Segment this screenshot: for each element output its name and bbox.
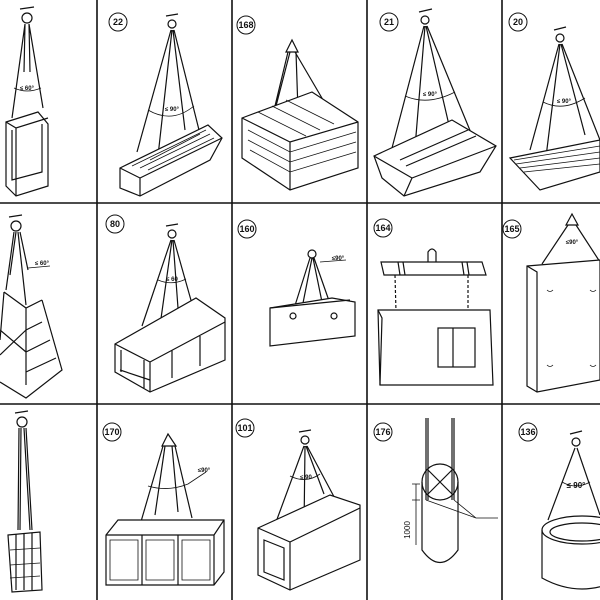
hook-icon <box>418 8 433 25</box>
angle-label: ≤ 90 <box>300 475 312 481</box>
item-number-badge: 164 <box>373 218 393 238</box>
angle-label: ≤90° <box>566 240 579 246</box>
angle-label: ≤ 60° <box>20 86 35 92</box>
cell-165-wall-panel: 165 ≤90° <box>502 212 600 393</box>
svg-text:21: 21 <box>384 17 394 27</box>
svg-text:22: 22 <box>113 17 123 27</box>
item-number-badge: 22 <box>108 12 128 32</box>
cell-bundled-columns <box>7 410 43 593</box>
cell-20-trough: 20 ≤ 90° <box>508 12 600 191</box>
hook-icon <box>19 6 35 24</box>
item-number-badge: 160 <box>237 219 257 239</box>
item-number-badge: 168 <box>236 15 256 35</box>
hook-icon <box>165 13 179 29</box>
hook-icon <box>307 249 317 259</box>
angle-label: ≤90° <box>198 468 211 474</box>
item-number-badge: 176 <box>373 422 393 442</box>
svg-text:176: 176 <box>375 427 390 437</box>
cell-101-box-module: 101 ≤ 90 <box>235 418 361 591</box>
item-number-badge: 165 <box>502 219 522 239</box>
dimension-label: 1000 <box>403 521 412 539</box>
cell-21-trough: 21 ≤ 90° <box>373 8 497 197</box>
angle-label: ≤ 90° <box>165 107 180 113</box>
item-number-badge: 170 <box>102 422 122 442</box>
cell-frame-box: ≤ 60° <box>5 6 49 197</box>
hook-icon <box>569 430 583 447</box>
item-number-badge: 136 <box>518 422 538 442</box>
hook-icon <box>8 214 23 232</box>
angle-label: ≤ 90° <box>423 92 438 98</box>
cell-tower: ≤ 60° <box>0 214 63 399</box>
cell-160-panel: 160 ≤90° <box>237 219 356 347</box>
cell-176-cylinder-pile: 176 1000 <box>373 418 498 564</box>
lifting-triangle-icon <box>564 212 580 226</box>
item-number-badge: 20 <box>508 12 528 32</box>
angle-label: ≤ 60 <box>166 277 178 283</box>
svg-text:101: 101 <box>237 423 252 433</box>
svg-text:80: 80 <box>110 219 120 229</box>
item-number-badge: 101 <box>235 418 255 438</box>
svg-text:165: 165 <box>504 224 519 234</box>
svg-text:160: 160 <box>239 224 254 234</box>
svg-text:170: 170 <box>104 427 119 437</box>
cell-136-ring: 136 ≤ 90° <box>518 422 600 590</box>
angle-label: ≤ 90° <box>557 99 572 105</box>
lifting-triangle-icon <box>285 38 299 53</box>
cell-22-trough: 22 ≤ 90° <box>108 12 223 197</box>
hook-icon <box>298 429 312 445</box>
cell-80-frame-table: 80 ≤ 60 <box>105 214 226 393</box>
cell-170-box-hooks: 170 ≤90° <box>102 422 225 586</box>
svg-text:136: 136 <box>520 427 535 437</box>
svg-text:168: 168 <box>238 20 253 30</box>
svg-text:164: 164 <box>375 223 390 233</box>
cell-164-beam-panel: 164 <box>373 218 494 386</box>
svg-text:20: 20 <box>513 17 523 27</box>
lifting-lug-icon <box>427 248 437 262</box>
angle-label: ≤ 60° <box>35 261 50 267</box>
hook-icon <box>553 26 567 43</box>
item-number-badge: 80 <box>105 214 125 234</box>
hook-icon <box>165 223 179 239</box>
angle-label: ≤90° <box>332 256 345 262</box>
angle-label: ≤ 90° <box>567 481 586 490</box>
lifting-triangle-icon <box>161 432 178 447</box>
cell-168-crate: 168 <box>236 15 359 191</box>
item-number-badge: 21 <box>379 12 399 32</box>
hook-icon <box>14 410 29 428</box>
